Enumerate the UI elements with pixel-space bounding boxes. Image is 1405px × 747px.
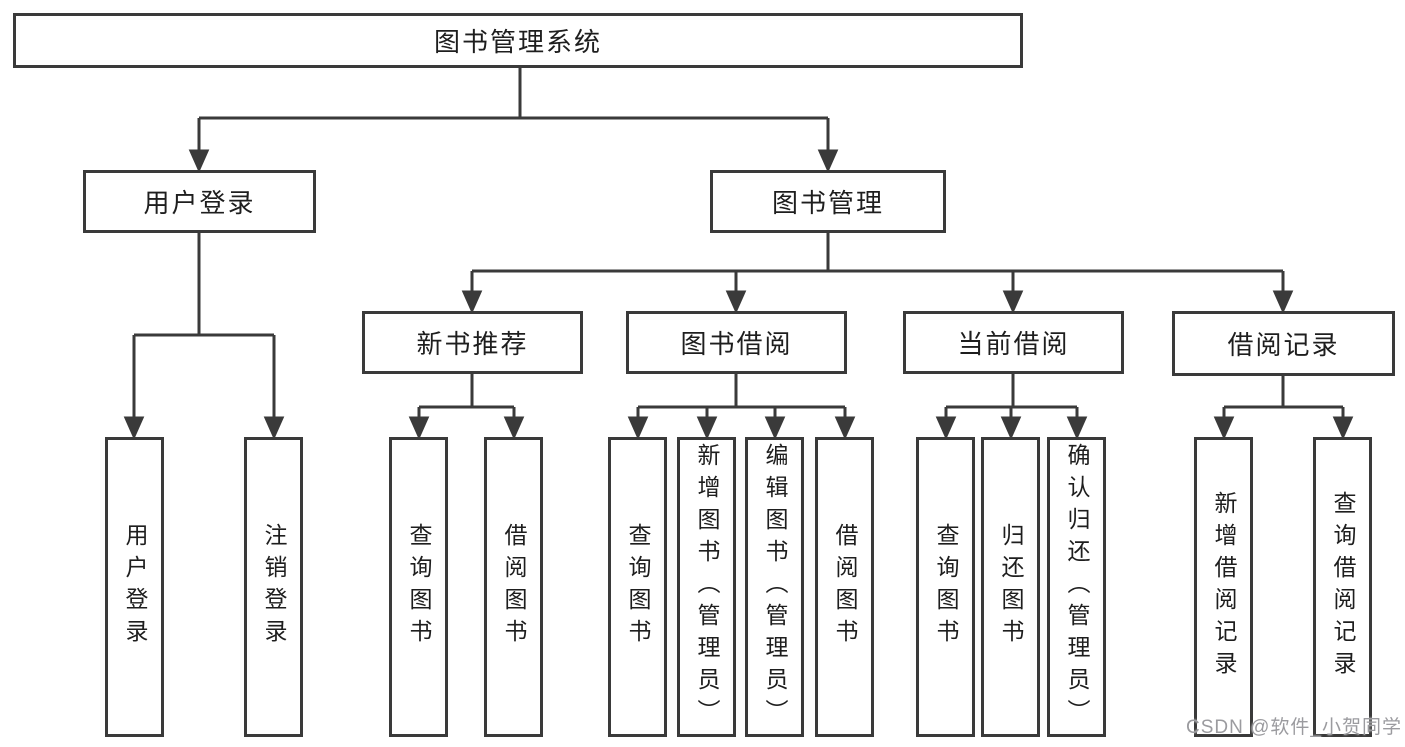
leaf-query-books-borrowing: 查询图书	[608, 437, 667, 737]
arrowhead-icon	[1272, 290, 1294, 314]
node-label: 图书管理系统	[433, 27, 602, 57]
arrowhead-icon	[817, 149, 839, 173]
node-current-borrowing: 当前借阅	[903, 311, 1124, 374]
leaf-confirm-return-admin: 确认归还（管理员）	[1047, 437, 1106, 737]
node-label: 查询图书	[625, 523, 651, 651]
connector-user-login-to-leaves	[123, 233, 285, 440]
connector-borrowing-records-to-leaves	[1213, 376, 1354, 440]
node-label: 归还图书	[998, 523, 1024, 651]
arrowhead-icon	[725, 290, 747, 314]
node-label: 借阅图书	[832, 523, 858, 651]
node-label: 借阅记录	[1227, 330, 1340, 360]
node-label: 新增借阅记录	[1211, 491, 1237, 683]
arrowhead-icon	[696, 416, 718, 440]
leaf-query-books-current: 查询图书	[916, 437, 975, 737]
node-label: 新增图书（管理员）	[694, 443, 720, 731]
node-label: 图书管理	[771, 188, 884, 218]
arrowhead-icon	[461, 290, 483, 314]
leaf-add-borrow-record: 新增借阅记录	[1194, 437, 1253, 737]
node-label: 查询借阅记录	[1330, 491, 1356, 683]
node-user-login: 用户登录	[83, 170, 316, 233]
node-book-borrowing: 图书借阅	[626, 311, 847, 374]
node-label: 查询图书	[933, 523, 959, 651]
leaf-edit-book-admin: 编辑图书（管理员）	[745, 437, 804, 737]
csdn-watermark: CSDN @软件_小贺同学	[1186, 717, 1402, 738]
connector-root-to-level2	[188, 68, 839, 173]
arrowhead-icon	[834, 416, 856, 440]
node-label: 注销登录	[261, 523, 287, 651]
leaf-query-borrow-record: 查询借阅记录	[1313, 437, 1372, 737]
connector-book-borrowing-to-leaves	[627, 374, 856, 440]
connector-new-book-recommend-to-leaves	[408, 374, 525, 440]
connector-book-management-to-level3	[461, 233, 1294, 314]
node-label: 确认归还（管理员）	[1064, 443, 1090, 731]
arrowhead-icon	[627, 416, 649, 440]
arrowhead-icon	[764, 416, 786, 440]
node-label: 查询图书	[406, 523, 432, 651]
node-label: 图书借阅	[680, 329, 793, 359]
arrowhead-icon	[263, 416, 285, 440]
node-library-system: 图书管理系统	[13, 13, 1023, 68]
arrowhead-icon	[408, 416, 430, 440]
node-new-book-recommend: 新书推荐	[362, 311, 583, 374]
arrowhead-icon	[1213, 416, 1235, 440]
node-label: 用户登录	[143, 188, 256, 218]
node-label: 新书推荐	[416, 329, 529, 359]
node-label: 编辑图书（管理员）	[762, 443, 788, 731]
leaf-add-book-admin: 新增图书（管理员）	[677, 437, 736, 737]
leaf-borrow-books-recommend: 借阅图书	[484, 437, 543, 737]
arrowhead-icon	[1066, 416, 1088, 440]
node-label: 借阅图书	[501, 523, 527, 651]
node-label: 当前借阅	[957, 329, 1070, 359]
leaf-user-login: 用户登录	[105, 437, 164, 737]
node-book-management: 图书管理	[710, 170, 946, 233]
arrowhead-icon	[1000, 416, 1022, 440]
arrowhead-icon	[935, 416, 957, 440]
node-label: 用户登录	[122, 523, 148, 651]
leaf-logout: 注销登录	[244, 437, 303, 737]
arrowhead-icon	[188, 149, 210, 173]
leaf-borrow-books: 借阅图书	[815, 437, 874, 737]
arrowhead-icon	[1332, 416, 1354, 440]
node-borrowing-records: 借阅记录	[1172, 311, 1395, 376]
connector-current-borrowing-to-leaves	[935, 374, 1088, 440]
arrowhead-icon	[1002, 290, 1024, 314]
leaf-query-books-recommend: 查询图书	[389, 437, 448, 737]
arrowhead-icon	[123, 416, 145, 440]
arrowhead-icon	[503, 416, 525, 440]
leaf-return-books: 归还图书	[981, 437, 1040, 737]
